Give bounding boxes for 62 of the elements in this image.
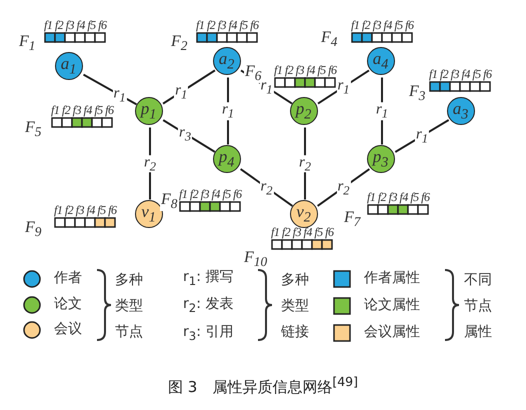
feature-header: f1 f2 f3 f4 f5 f6 [271,226,334,238]
link-type-note: 多种类型链接 [281,271,310,342]
link-line [162,119,216,153]
edge-label: r$_{1}$ [336,78,351,96]
link-line [83,74,137,106]
node-circle: p$_{3}$ [366,144,394,172]
edge-label: r$_{1}$ [374,102,390,120]
node-circle: v$_{1}$ [134,200,162,228]
feature-name: F$_{1}$ [18,34,36,53]
legend-label: 作者属性 [364,271,420,285]
edge-label: r$_{2}$ [259,178,274,196]
link-line [162,70,216,104]
node-circle: a$_{1}$ [54,52,82,80]
attribute-type-note: 不同节点属性 [464,271,493,342]
legend-label: 会议 [54,322,82,336]
edge-label: r$_{1}$ [174,83,188,101]
feature-header: f1 f2 f3 f4 f5 f6 [367,191,430,203]
feature-name: F$_{3}$ [408,84,426,103]
feature-header: f1 f2 f3 f4 f5 f6 [51,104,114,116]
feature-name: F$_{2}$ [170,34,188,53]
legend-label: 论文 [54,297,82,311]
relation-label: r$_{2}$: 发表 [183,297,234,314]
feature-name: F$_{5}$ [24,120,42,139]
figure-caption: 图 3 属性异质信息网络$^{[49]}$ [167,374,359,397]
node-circle: p$_{2}$ [290,96,318,124]
edge-label: r$_{2}$ [336,178,351,196]
feature-header: f1 f2 f3 f4 f5 f6 [274,64,337,76]
link-line [317,168,370,207]
feature-header: f1 f2 f3 f4 f5 f6 [196,19,259,31]
edge-label: r$_{2}$ [298,154,312,172]
feature-name: F$_{4}$ [320,30,338,49]
node-type-note: 多种类型节点 [115,271,144,342]
node-circle: p$_{1}$ [134,96,162,124]
feature-header: f1 f2 f3 f4 f5 f6 [351,19,414,31]
feature-header: f1 f2 f3 f4 f5 f6 [44,19,107,31]
relation-label: r$_{1}$: 撰写 [183,270,234,288]
link-line [394,119,450,153]
node-circle: a$_{4}$ [366,46,394,74]
link-line [317,70,370,104]
edge-label: r$_{2}$ [142,154,158,172]
feature-name: F$_{7}$ [343,210,362,229]
feature-header: f1 f2 f3 f4 f5 f6 [429,68,492,80]
node-circle: a$_{3}$ [446,96,474,124]
feature-header: f1 f2 f3 f4 f5 f6 [54,204,117,216]
feature-name: F$_{9}$ [24,220,42,239]
link-line [149,128,151,200]
link-line [240,168,293,207]
feature-name: F$_{8}$ [160,192,178,211]
legend-label: 论文属性 [364,298,420,312]
relation-label: r$_{3}$: 引用 [183,325,234,342]
link-line [304,128,306,200]
legend-label: 作者 [54,271,82,285]
feature-header: f1 f2 f3 f4 f5 f6 [179,188,242,200]
node-circle: a$_{2}$ [212,46,240,74]
legend-label: 会议属性 [364,325,420,339]
edge-label: r$_{1}$ [220,102,236,120]
link-line [381,78,383,144]
node-circle: v$_{2}$ [290,200,318,228]
feature-name: F$_{6}$ [244,64,262,83]
feature-name: F$_{10}$ [243,250,268,269]
node-circle: p$_{4}$ [212,144,240,172]
link-line [227,78,229,144]
